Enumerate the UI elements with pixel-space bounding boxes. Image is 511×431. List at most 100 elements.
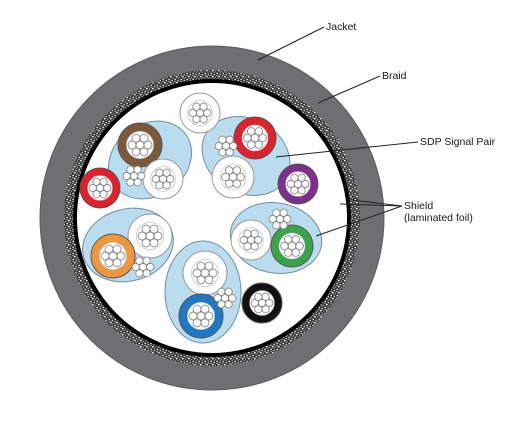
pair-green-white-wire-strand <box>250 242 259 251</box>
pair-orange-white-wire-strand <box>137 231 147 241</box>
shield-leader-line-2 <box>339 203 403 207</box>
pair-red-red-wire-strand <box>243 133 252 143</box>
pair-green-green-wire-strand <box>283 235 293 244</box>
sdp-signal-pair-label: SDP Signal Pair <box>420 136 495 148</box>
pair-blue-blue-wire-strand <box>200 304 210 314</box>
pair-green-green-wire-strand <box>295 241 304 251</box>
pair-blue-drain-wire-strand <box>217 287 226 296</box>
pair-green-drain-wire-strand <box>283 214 292 224</box>
pair-green-white-wire-strands <box>239 229 263 251</box>
single-black-wire-strand <box>250 298 259 308</box>
single-purple-wire-strand <box>297 186 306 195</box>
pair-red-red-wire-strand <box>254 127 264 136</box>
pair-brown-drain-wire-strand <box>133 165 142 174</box>
pair-brown-white-wire-strand <box>151 174 160 184</box>
jacket-label: Jacket <box>326 21 356 33</box>
pair-orange-white-wire-strand <box>141 238 151 248</box>
pair-blue-drain-wire-strand <box>228 293 237 303</box>
pair-green-drain-wire-strand <box>268 214 277 224</box>
shield-label-line1: Shield <box>404 200 434 212</box>
pair-green-green-wire-strands <box>280 235 304 257</box>
pair-green-drain-wire-strand <box>272 221 281 230</box>
single-red-wire-strand <box>92 177 101 186</box>
pair-red-red-wire-strand <box>258 133 267 143</box>
pair-orange-orange-wire-strand <box>112 244 122 254</box>
pair-brown <box>107 120 193 200</box>
pair-orange-orange-wire-strand <box>100 251 110 261</box>
pair-orange-white-wire-strand <box>149 224 159 234</box>
pair-blue-white-wire-strand <box>196 261 206 271</box>
pair-red-red-wire-strands <box>243 127 267 149</box>
single-black-wire-strand <box>261 305 270 314</box>
pair-blue-drain-wire-strands <box>213 287 237 309</box>
pair-blue-blue-wire-strand <box>204 311 214 321</box>
single-red-wire-strand <box>99 177 108 186</box>
pair-green-green-wire-strand <box>283 248 293 257</box>
pair-blue-drain-wire-strand <box>217 300 226 309</box>
single-red-wire <box>79 167 121 209</box>
pair-orange-white-wire-strand <box>141 224 151 234</box>
pair-orange-orange-wire-strand <box>116 251 126 261</box>
single-purple-wire-strand <box>297 173 306 182</box>
pair-red-drain-wire-strand <box>214 141 223 151</box>
pair-red-white-wire-strand <box>221 172 230 182</box>
pair-blue-drain-wire-strand <box>213 293 222 303</box>
pair-red <box>201 116 291 199</box>
single-black-wire-strand <box>261 292 270 301</box>
pair-brown-white-wire-strand <box>166 174 175 184</box>
pair-green-drain-wire-strand <box>279 208 288 217</box>
pair-green-white-wire-strand <box>250 229 259 238</box>
pair-green-white-wire-strand <box>243 242 252 251</box>
pair-blue-blue-wire-strand <box>200 318 210 328</box>
pair-red-red-wire-strand <box>254 140 264 149</box>
pair-blue-white-wire-strands <box>192 261 218 285</box>
pair-orange-orange-wire-strand <box>112 258 122 268</box>
single-white-wire-strand <box>199 102 208 111</box>
pair-green-white-wire-strand <box>243 229 252 238</box>
pair-brown-white-wire-strand <box>162 181 171 190</box>
pair-orange-drain-wire-strand <box>142 256 151 265</box>
pair-green-green-wire-strand <box>291 248 301 257</box>
pair-brown-drain-wire-strand <box>133 178 142 187</box>
pair-brown-white-wire-strand <box>155 181 164 190</box>
pair-orange-white-wire-strands <box>137 224 163 248</box>
pair-brown-drain-wire-strands <box>122 165 146 187</box>
single-white-wire-strand <box>199 115 208 124</box>
pair-brown-brown-wire-strand <box>127 140 137 150</box>
pair-blue-white-wire-strand <box>196 275 206 285</box>
pair-red-drain-wire-strands <box>214 135 238 157</box>
single-white-wire <box>179 92 221 134</box>
pair-orange-orange-wire-strand <box>104 244 114 254</box>
pair-brown-drain-wire-strand <box>137 171 146 181</box>
pair-orange <box>82 207 174 283</box>
single-white-wire-strand <box>188 108 197 118</box>
single-white-wire-strands <box>188 102 212 124</box>
pair-green-drain-wire-strand <box>279 221 288 230</box>
pair-orange-drain-wire-strand <box>135 256 144 265</box>
pair-brown-brown-wire-strands <box>127 133 153 157</box>
shield-leader-line-3 <box>315 205 403 237</box>
single-black-wire-strands <box>250 292 274 314</box>
pair-blue-blue-wire-strand <box>192 318 202 328</box>
pair-brown-white-wire-strand <box>155 168 164 177</box>
pair-red-red-wire-strand <box>246 140 256 149</box>
pair-red-white-wire-strand <box>224 166 234 175</box>
pair-brown-white-wire-strand <box>162 168 171 177</box>
pair-green-drain-wire-strands <box>268 208 292 230</box>
pair-brown-brown-wire-strand <box>139 147 149 157</box>
braid-label-text: Braid <box>382 70 407 82</box>
shield-label: Shield (laminated foil) <box>404 200 473 224</box>
pair-brown-drain-wire-strand <box>122 171 131 181</box>
jacket-leader-line <box>257 26 325 61</box>
pair-red-drain-wire-strand <box>218 148 227 157</box>
single-black-wire-strand <box>254 292 263 301</box>
pair-blue-drain-wire-strand <box>224 287 233 296</box>
single-red-wire-strand <box>99 190 108 199</box>
pair-red-white-wire-strand <box>232 179 242 188</box>
pair-blue-white-wire-strand <box>204 261 214 271</box>
single-white-wire-strand <box>192 115 201 124</box>
jacket-label-text: Jacket <box>326 21 357 33</box>
pair-red-white-wire-strands <box>221 166 245 188</box>
single-red-wire-strand <box>88 183 97 193</box>
